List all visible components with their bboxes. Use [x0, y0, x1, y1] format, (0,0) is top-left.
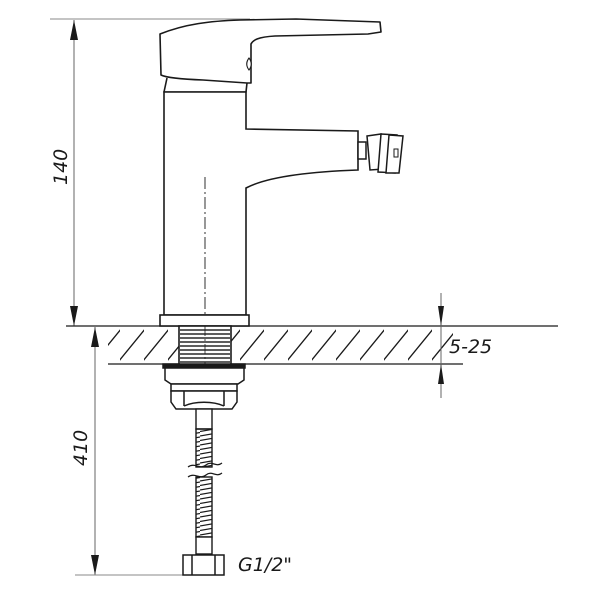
dimension-label-410: 410: [70, 429, 92, 466]
arrow-up-icon: [70, 20, 78, 40]
arrow-up-icon: [438, 364, 444, 384]
flexible-hose: [187, 408, 223, 555]
dimension-label-5-25: 5-25: [449, 336, 493, 358]
arrow-down-icon: [91, 555, 99, 575]
dimension-5-25: [438, 293, 444, 398]
dimension-label-140: 140: [50, 148, 72, 185]
arrow-up-icon: [91, 327, 99, 347]
thread-size-label: G1/2": [238, 554, 293, 576]
faucet-body: [159, 91, 359, 327]
dimension-410: [75, 327, 185, 576]
countertop-section: [108, 327, 463, 365]
threaded-shank: [178, 325, 232, 368]
arrow-down-icon: [438, 306, 444, 326]
fixing-nut: [162, 363, 246, 410]
lever-handle: [159, 18, 382, 93]
dimension-140: [70, 20, 78, 326]
arrow-down-icon: [70, 306, 78, 326]
bidet-nozzle: [357, 133, 404, 174]
hose-end-nut: [182, 554, 225, 576]
